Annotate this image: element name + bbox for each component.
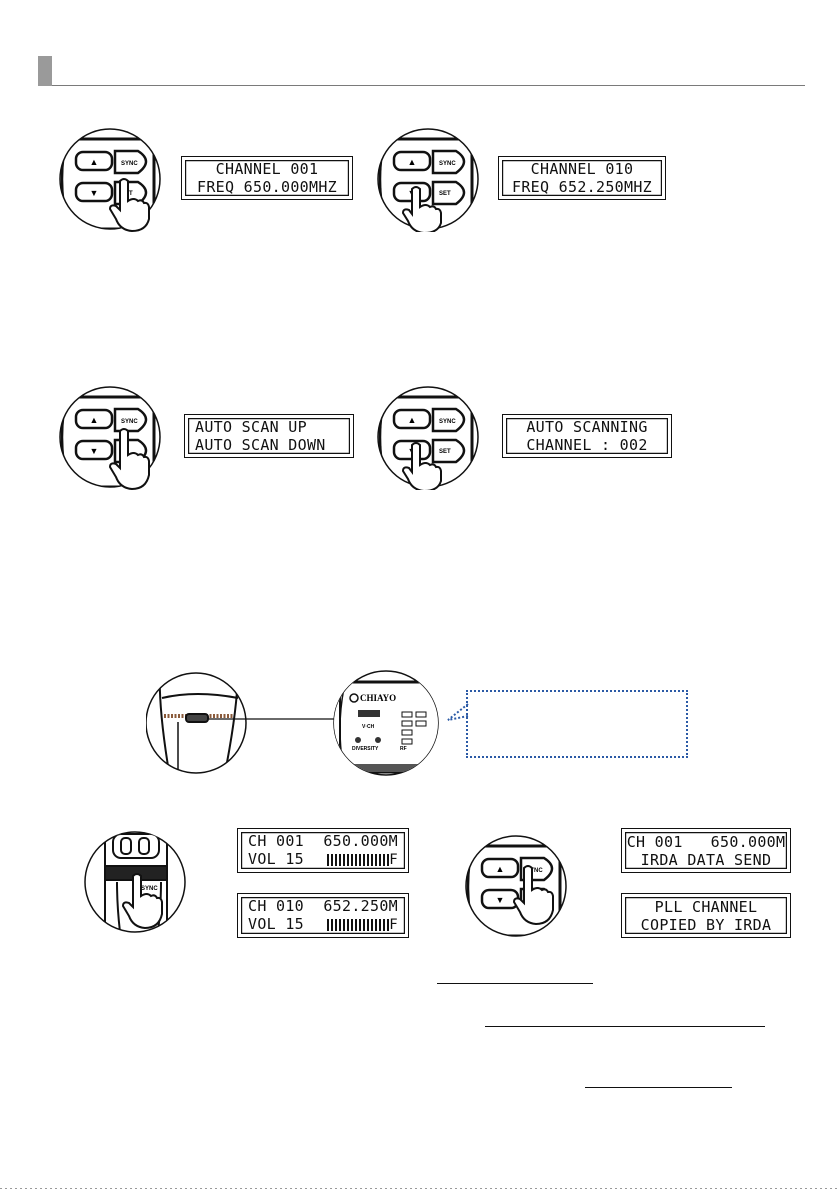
pointing-hand-icon <box>108 178 150 232</box>
pointing-hand-icon <box>401 186 442 232</box>
down-arrow-icon: ▼ <box>90 446 99 456</box>
up-arrow-icon: ▲ <box>90 157 99 167</box>
down-arrow-icon: ▼ <box>90 188 99 198</box>
tx-sync-label: SYNC <box>141 886 158 892</box>
blank-underline <box>437 983 593 984</box>
lcd-channel-010: CHANNEL 010 FREQ 652.250MHZ <box>498 156 666 200</box>
button-panel-illustration: ▲ ▼ SYNC <box>465 835 567 937</box>
down-button <box>74 181 114 203</box>
transmitter-sync-illustration: SYNC <box>84 831 186 933</box>
blank-underline <box>585 1087 732 1088</box>
up-arrow-icon: ▲ <box>90 415 99 425</box>
sync-label: SYNC <box>121 161 138 167</box>
page-bottom-rule <box>0 1188 840 1189</box>
button-panel-illustration: ▲ ▼ SYNC SET <box>377 128 479 232</box>
sync-label: SYNC <box>121 419 138 425</box>
lcd-tx-ch010: CH 010 652.250M VOL 15 F <box>237 893 409 938</box>
pointing-hand-icon <box>121 873 163 930</box>
up-arrow-icon: ▲ <box>496 864 505 874</box>
section-marker <box>38 56 52 86</box>
up-button <box>74 150 114 172</box>
ir-sync-illustration: CHIAYO V·CH DIVERSITY RF <box>146 670 439 776</box>
lcd-channel-001: CHANNEL 001 FREQ 650.000MHZ <box>181 156 353 200</box>
sync-label: SYNC <box>439 419 456 425</box>
speech-bubble <box>466 690 688 758</box>
up-arrow-icon: ▲ <box>408 157 417 167</box>
blank-underline <box>485 1026 765 1027</box>
lcd-tx-ch001: CH 001 650.000M VOL 15 F <box>237 828 409 873</box>
lcd-irda-send: CH 001 650.000M IRDA DATA SEND <box>621 828 791 873</box>
pointing-hand-icon <box>108 428 150 490</box>
bubble-tail <box>447 703 469 721</box>
sync-label: SYNC <box>439 161 456 167</box>
up-arrow-icon: ▲ <box>408 415 417 425</box>
volume-bar <box>327 918 390 931</box>
lcd-auto-scan: AUTO SCAN UP AUTO SCAN DOWN <box>184 414 354 458</box>
button-panel-illustration: ▲ ▼ SYNC SET <box>59 128 161 232</box>
button-panel-illustration: ▲ ▼ SYNC <box>59 386 161 490</box>
diversity-label: DIVERSITY <box>352 746 379 752</box>
set-label: SET <box>439 191 451 197</box>
volume-bar <box>327 853 390 866</box>
down-arrow-icon: ▼ <box>496 895 505 905</box>
brand-logo-icon <box>349 693 359 703</box>
pointing-hand-icon <box>512 865 554 926</box>
rf-label: RF <box>400 746 407 752</box>
pointing-hand-icon <box>401 442 442 490</box>
brand-name: CHIAYO <box>360 693 396 703</box>
button-panel-illustration: ▲ ▼ SYNC SET <box>377 386 479 490</box>
set-label: SET <box>439 449 451 455</box>
section-rule <box>52 85 805 86</box>
sync-label: SYNC <box>526 868 543 874</box>
lcd-auto-scanning: AUTO SCANNING CHANNEL : 002 <box>502 414 672 458</box>
vch-label: V·CH <box>362 724 375 730</box>
lcd-pll-copied: PLL CHANNEL COPIED BY IRDA <box>621 893 791 938</box>
